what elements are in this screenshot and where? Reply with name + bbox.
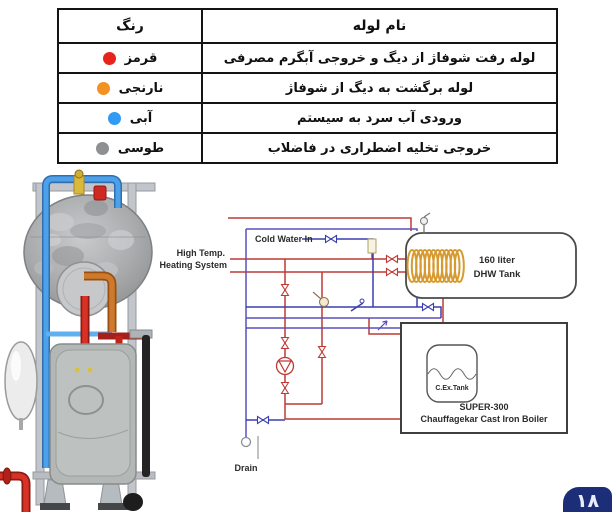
pump-icon [275, 356, 295, 376]
legend-row-blue: ورودی آب سرد به سیستم آبی [59, 102, 556, 132]
tank-capacity-label: 160 liter [479, 255, 515, 266]
drain-funnel-icon [240, 436, 259, 459]
closed-expansion-tank: C.Ex.Tank [426, 344, 478, 403]
cold-water-in-label: Cold Water In [255, 234, 313, 244]
page-number-text: ۱۸ [575, 490, 600, 512]
color-name-label: نارنجی [118, 80, 164, 96]
storage-tank [23, 194, 153, 310]
color-cell: طوسی [59, 134, 201, 162]
pipe-name-label: ورودی آب سرد به سیستم [201, 104, 556, 132]
cold-water-in-line [302, 238, 374, 307]
high-temp-label-line2: Heating System [159, 260, 227, 270]
hot-lines [228, 217, 444, 420]
tank-top-fittings [73, 169, 107, 201]
drain-label: Drain [234, 463, 257, 473]
loop-top-line [246, 228, 418, 231]
color-name-label: آبی [129, 110, 153, 126]
side-rail [123, 329, 153, 511]
pressure-reducing-valve-icon [312, 291, 330, 308]
high-temp-label-line1: High Temp. [177, 248, 225, 258]
legend-row-red: لوله رفت شوفاژ از دیگ و خروجی آبگرم مصرف… [59, 42, 556, 72]
color-name-label: طوسی [117, 140, 165, 156]
pipe-name-label: لوله برگشت به دیگ از شوفاژ [201, 74, 556, 102]
legend-dot-orange [96, 81, 110, 95]
hot-top-line [228, 217, 412, 231]
legend-header-color: رنگ [116, 18, 144, 34]
expansion-tank [4, 341, 38, 430]
boiler-box: C.Ex.Tank SUPER-300 Chauffagekar Cast Ir… [400, 322, 568, 434]
tank-name-label: DHW Tank [474, 269, 522, 280]
legend-dot-gray [95, 141, 109, 155]
pipe-color-legend-table: نام لوله رنگ لوله رفت شوفاژ از دیگ و خرو… [57, 8, 558, 164]
cold-feed-line [246, 306, 442, 318]
legend-row-orange: لوله برگشت به دیگ از شوفاژ نارنجی [59, 72, 556, 102]
cast-iron-boiler-body [49, 343, 137, 485]
color-cell: قرمز [59, 44, 201, 72]
color-cell: نارنجی [59, 74, 201, 102]
copper-supply-pipe [84, 271, 117, 332]
loop-lines [245, 228, 441, 437]
page-number-badge: ۱۸ [563, 487, 612, 512]
piping-schematic: 160 liter DHW Tank C.Ex.Tank SUPER-300 C… [159, 212, 577, 473]
color-name-label: قرمز [124, 50, 158, 66]
cex-tank-label: C.Ex.Tank [435, 385, 468, 392]
pipe-name-label: خروجی تخلیه اضطراری در فاضلاب [201, 134, 556, 162]
red-valve-icons [280, 254, 399, 395]
flow-arrow-icon [377, 320, 388, 331]
color-cell: آبی [59, 104, 201, 132]
boiler-model-label: SUPER-300 [459, 402, 508, 412]
check-valve-icon [350, 298, 365, 312]
boiler-name-label: Chauffagekar Cast Iron Boiler [420, 414, 548, 424]
bottom-left-red-pipe [0, 467, 31, 512]
boiler-left-inlet-line [368, 318, 401, 335]
legend-dot-red [102, 51, 116, 65]
pipe-name-label: لوله رفت شوفاژ از دیگ و خروجی آبگرم مصرف… [201, 44, 556, 72]
relief-device-icon [367, 238, 377, 254]
legend-header-row: نام لوله رنگ [59, 10, 556, 42]
boiler-package-photo [0, 169, 156, 512]
dhw-tank: 160 liter DHW Tank [405, 212, 577, 299]
tank-relief-valve-icon [420, 212, 431, 233]
legend-row-gray: خروجی تخلیه اضطراری در فاضلاب طوسی [59, 132, 556, 162]
heating-coil-icon [406, 249, 465, 283]
legend-dot-blue [107, 111, 121, 125]
legend-header-pipe-name: نام لوله [201, 10, 556, 42]
